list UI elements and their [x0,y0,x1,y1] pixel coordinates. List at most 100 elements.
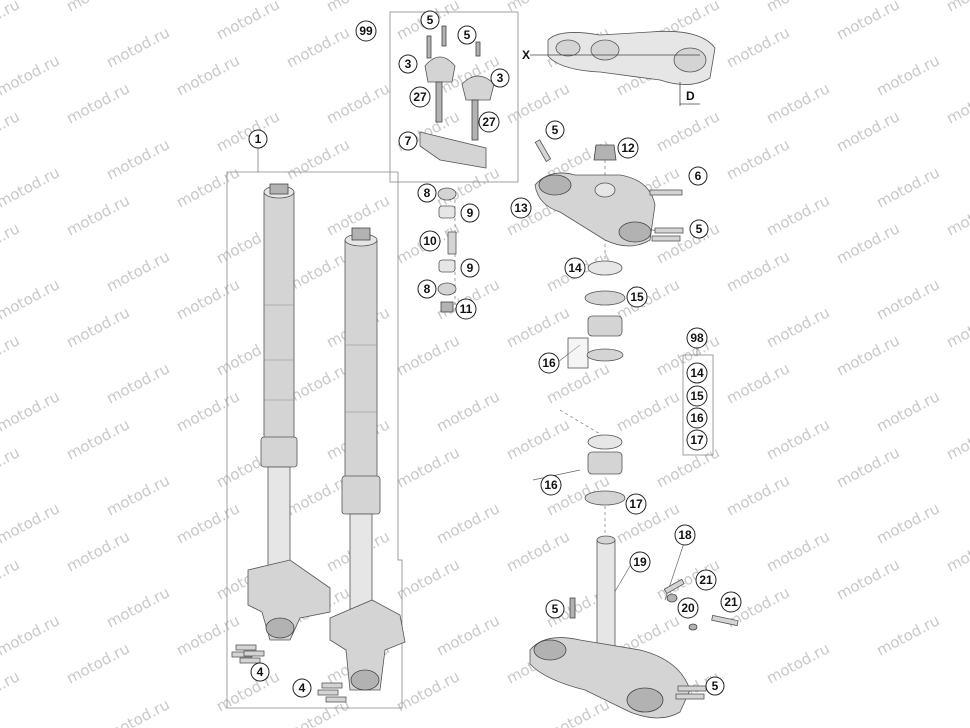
watermark-text: motod.ru [503,415,572,463]
svg-text:9: 9 [467,206,474,220]
svg-text:17: 17 [690,433,704,447]
watermark-text: motod.ru [833,555,902,603]
watermark-text: motod.ru [103,23,172,71]
watermark-text: motod.ru [63,0,132,16]
fork-leg-left [247,183,331,641]
watermark-text: motod.ru [393,667,462,715]
watermark-text: motod.ru [173,499,242,547]
watermark-text: motod.ru [543,695,612,728]
watermark-text: motod.ru [873,611,942,659]
watermark-text: motod.ru [63,303,132,351]
axle-clamp-screws-right [317,682,347,703]
watermark-text: motod.ru [763,527,832,575]
watermark-text: motod.ru [613,387,682,435]
svg-text:5: 5 [427,13,434,27]
watermark-text: motod.ru [503,527,572,575]
watermark-text: motod.ru [653,219,722,267]
watermark-text: motod.ru [653,443,722,491]
callout-4: 4 [292,678,312,698]
watermark-text: motod.ru [943,191,970,239]
watermark-text: motod.ru [0,611,63,659]
watermark-text: motod.ru [503,0,572,16]
watermark-text: motod.ru [103,471,172,519]
watermark-text: motod.ru [723,247,792,295]
watermark-text: motod.ru [503,303,572,351]
watermark-text: motod.ru [0,555,23,603]
svg-text:16: 16 [544,478,558,492]
callout-labels: 1 99 5 5 3 3 27 27 7 5 12 6 13 5 8 9 10 … [248,10,742,698]
watermark-text: motod.ru [433,387,502,435]
watermark-text: motod.ru [763,79,832,127]
svg-text:20: 20 [681,601,695,615]
lower-bearing-set [584,434,626,506]
svg-text:21: 21 [699,573,713,587]
fork-assembly-frame [226,171,403,709]
svg-text:5: 5 [552,123,559,137]
svg-text:21: 21 [724,595,738,609]
watermark-text: motod.ru [393,443,462,491]
svg-text:99: 99 [359,24,373,38]
callout-19: 19 [629,551,651,573]
watermark-text: motod.ru [173,387,242,435]
callout-5: 5 [420,10,440,30]
view-x-mark: X [522,48,530,62]
kit-list-15: 15 [686,385,708,407]
watermark-text: motod.ru [103,583,172,631]
watermark-text: motod.ru [873,163,942,211]
watermark-text: motod.ru [63,527,132,575]
svg-text:9: 9 [467,261,474,275]
svg-text:18: 18 [678,528,692,542]
watermark-text: motod.ru [283,135,352,183]
callout-13: 13 [510,197,532,219]
watermark-text: motod.ru [283,23,352,71]
bearing-kit-frame [682,354,714,456]
watermark-text: motod.ru [433,611,502,659]
cap-seal-parts [437,187,457,313]
watermark-text: motod.ru [873,387,942,435]
callout-5: 5 [457,25,477,45]
watermark-text: motod.ru [0,51,63,99]
bottom-triple-clamp [529,535,707,719]
watermark-text: motod.ru [613,499,682,547]
callout-9: 9 [460,203,480,223]
watermark-text: motod.ru [723,135,792,183]
watermark-text: motod.ru [103,695,172,728]
watermark-text: motod.ru [0,331,23,379]
watermark-text: motod.ru [213,107,282,155]
callout-20: 20 [677,597,699,619]
watermark-text: motod.ru [173,51,242,99]
watermark-text: motod.ru [763,415,832,463]
callout-6: 6 [688,166,708,186]
watermark-text: motod.ru [103,359,172,407]
callout-27: 27 [409,86,431,108]
svg-text:7: 7 [405,134,412,148]
watermark-text: motod.ru [833,0,902,44]
callout-14: 14 [564,257,586,279]
callout-12: 12 [617,137,639,159]
svg-text:3: 3 [497,71,504,85]
watermark-text: motod.ru [0,443,23,491]
clamp-kit-frame [389,11,519,183]
upper-bearing-set [567,260,626,369]
svg-text:5: 5 [696,222,703,236]
callout-98: 98 [686,327,708,349]
svg-text:1: 1 [255,132,262,146]
svg-text:27: 27 [482,115,496,129]
watermark-text: motod.ru [0,499,63,547]
callout-5: 5 [689,219,709,239]
watermark-text: motod.ru [873,51,942,99]
callout-9: 9 [460,258,480,278]
callout-16: 16 [540,474,562,496]
callout-11: 11 [455,298,477,320]
watermark-text: motod.ru [763,191,832,239]
handlebar-clamps [419,56,495,169]
svg-text:15: 15 [690,389,704,403]
svg-text:5: 5 [712,679,719,693]
callout-5: 5 [545,120,565,140]
callout-4: 4 [250,662,270,682]
watermark-text: motod.ru [763,0,832,16]
watermark-text: motod.ru [0,163,63,211]
svg-text:98: 98 [690,331,704,345]
callout-21: 21 [695,569,717,591]
callout-7: 7 [398,131,418,151]
